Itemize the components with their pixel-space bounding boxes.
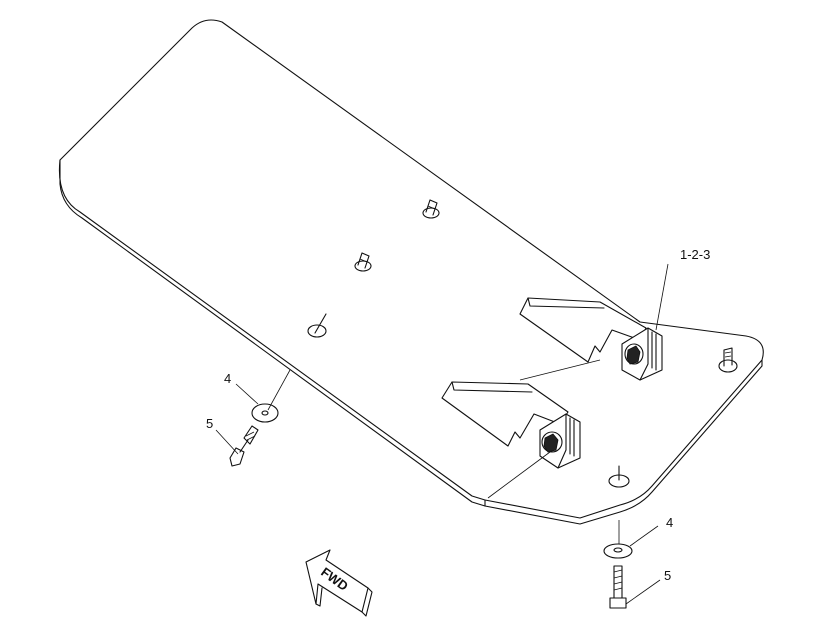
leader-line-left: [267, 369, 291, 411]
hinge-centerline-upper: [519, 359, 601, 381]
hinge-centerline-lower: [487, 451, 551, 499]
hinge-assembly-lower: [539, 413, 581, 469]
callout-leader-1-2-3: [655, 263, 669, 331]
forward-arrow-icon: FWD: [305, 549, 373, 617]
mount-stud-right: [718, 347, 738, 373]
screw-head-middle: [354, 252, 372, 272]
bolt-left: [229, 425, 259, 467]
callout-5-right: 5: [664, 568, 671, 583]
callout-leader-5-right: [625, 579, 661, 605]
mount-hole-left: [307, 313, 327, 338]
mounting-plate: [58, 19, 764, 525]
callout-leader-4-right: [629, 525, 659, 547]
callout-4-left: 4: [224, 371, 231, 386]
washer-left: [251, 403, 279, 423]
bolt-right: [609, 565, 627, 609]
screw-head-upper: [422, 199, 440, 219]
washer-right: [603, 543, 633, 559]
hinge-assembly-upper: [621, 327, 663, 381]
bracket-arm-upper: [519, 297, 647, 363]
callout-leader-5-left: [215, 429, 239, 455]
mount-hole-right: [608, 465, 630, 488]
callout-leader-4-left: [235, 383, 259, 405]
callout-5-left: 5: [206, 416, 213, 431]
callout-1-2-3: 1-2-3: [680, 247, 710, 262]
bracket-arm-lower: [441, 381, 569, 447]
callout-4-right: 4: [666, 515, 673, 530]
